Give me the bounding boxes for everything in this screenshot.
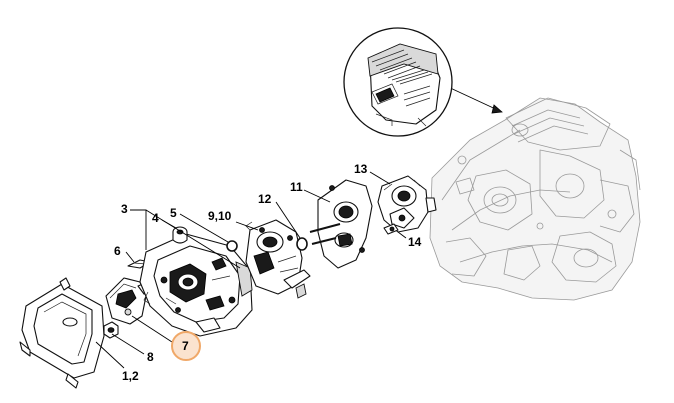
intake-manifold-13 [377,175,437,233]
callout-labels: 1,2 3 4 5 6 7 8 9,10 11 12 13 14 [114,162,422,383]
callout-5: 5 [170,206,177,220]
callout-3: 3 [121,202,128,216]
cylinder-detail-inset [343,27,503,137]
leader-lines [95,171,407,369]
callout-4: 4 [152,211,159,225]
callout-1-2: 1,2 [122,369,139,383]
callout-6: 6 [114,244,121,258]
callout-12: 12 [258,192,272,206]
callout-13: 13 [354,162,368,176]
o-ring-5 [226,240,238,252]
air-filter-frame [19,277,105,389]
highlight-ring-7 [171,331,201,361]
gasket-ring-12 [296,237,308,251]
plug-4 [172,226,188,244]
carburetor-9-10 [245,219,311,299]
engine-housing-ghost [429,97,641,301]
screw-14 [383,223,399,235]
intake-housing-3 [139,233,253,337]
callout-14: 14 [408,235,422,249]
intake-flange-11 [309,179,373,269]
callout-11: 11 [290,180,303,194]
callout-9-10: 9,10 [208,209,232,223]
callout-7: 7 [182,339,189,353]
callout-8: 8 [147,350,154,364]
nut-part [103,321,119,339]
